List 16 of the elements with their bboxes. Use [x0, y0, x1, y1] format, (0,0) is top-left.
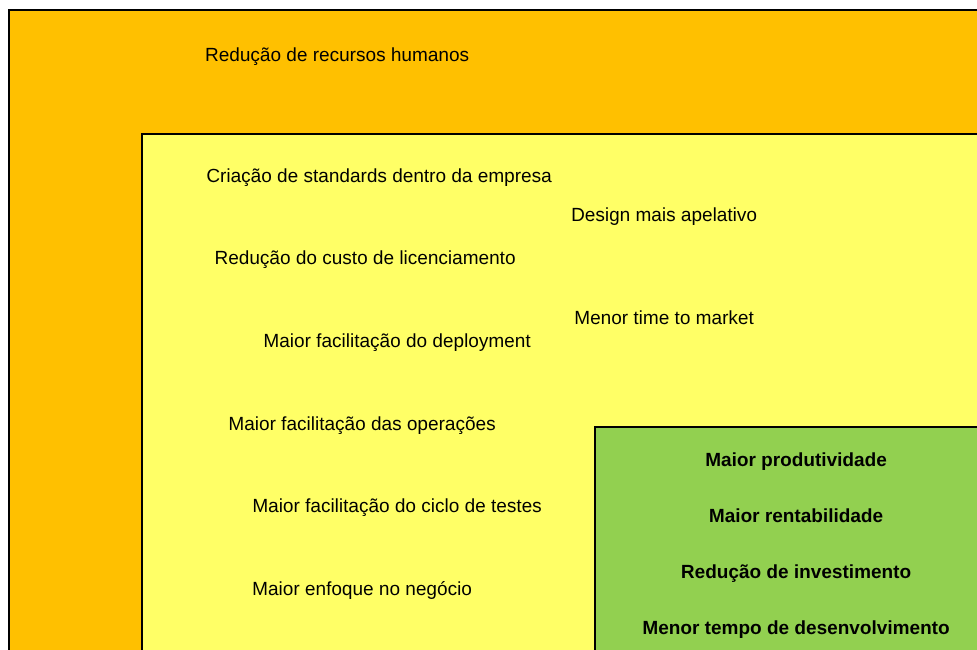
benefit-text: Redução do custo de licenciamento	[214, 247, 516, 271]
benefit-text: Maior facilitação do deployment	[263, 330, 531, 354]
benefit-text: Menor time to market	[574, 307, 754, 331]
inner-panel	[141, 133, 977, 650]
benefit-text: Maior rentabilidade	[708, 505, 884, 529]
benefit-text: Design mais apelativo	[571, 204, 757, 228]
benefit-text: Menor tempo de desenvolvimento	[642, 617, 950, 641]
outer-panel	[8, 9, 977, 650]
core-panel	[594, 426, 977, 650]
benefit-text: Maior facilitação das operações	[228, 413, 496, 437]
benefit-text: Criação de standards dentro da empresa	[206, 165, 552, 189]
benefit-text: Maior produtividade	[705, 449, 887, 473]
panel-heading: Redução de recursos humanos	[204, 44, 470, 68]
benefit-text: Maior facilitação do ciclo de testes	[252, 495, 542, 519]
benefit-text: Maior enfoque no negócio	[252, 578, 472, 602]
benefit-text: Redução de investimento	[680, 561, 912, 585]
